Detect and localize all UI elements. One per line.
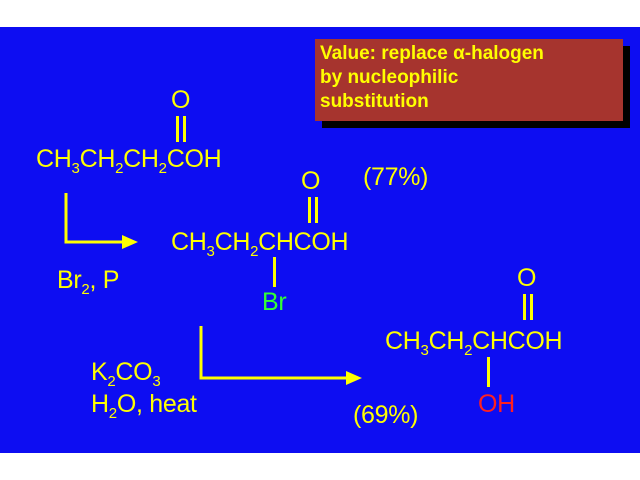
starting-double-bond-right <box>183 116 186 142</box>
starting-double-bond-left <box>176 116 179 142</box>
bromo-double-bond-right <box>315 197 318 223</box>
hydroxy-double-bond-left <box>523 294 526 320</box>
bromo-double-bond-left <box>308 197 311 223</box>
hydroxy-carbonyl-oxygen: O <box>517 264 537 292</box>
hydroxy-substituent: OH <box>478 390 515 418</box>
starting-material-formula: CH3CH2CH2COH <box>36 145 222 177</box>
yield-step1: (77%) <box>363 163 429 191</box>
value-note-box: Value: replace α-halogen by nucleophilic… <box>315 39 623 121</box>
yield-step2: (69%) <box>353 401 419 429</box>
step2-reagent-line1: K2CO3 <box>91 358 161 390</box>
step1-reagent: Br2, P <box>57 266 120 298</box>
step2-reagent-line2: H2O, heat <box>91 390 197 422</box>
starting-carbonyl-oxygen: O <box>171 86 191 114</box>
arrow-2-head <box>346 371 362 385</box>
arrow-2-line <box>199 326 348 380</box>
value-note-line-2: by nucleophilic <box>320 67 459 88</box>
arrow-1-line <box>64 193 124 244</box>
bromo-carbonyl-oxygen: O <box>301 167 321 195</box>
bromo-substituent: Br <box>262 288 287 316</box>
hydroxy-substituent-bond <box>487 357 490 387</box>
bromo-acid-formula: CH3CH2CHCOH <box>171 228 349 260</box>
value-note-line-1: Value: replace α-halogen <box>320 43 544 64</box>
value-note-line-3: substitution <box>320 91 429 112</box>
hydroxy-double-bond-right <box>530 294 533 320</box>
arrow-1-head <box>122 235 138 249</box>
hydroxy-acid-formula: CH3CH2CHCOH <box>385 327 563 359</box>
bromo-substituent-bond <box>273 257 276 287</box>
